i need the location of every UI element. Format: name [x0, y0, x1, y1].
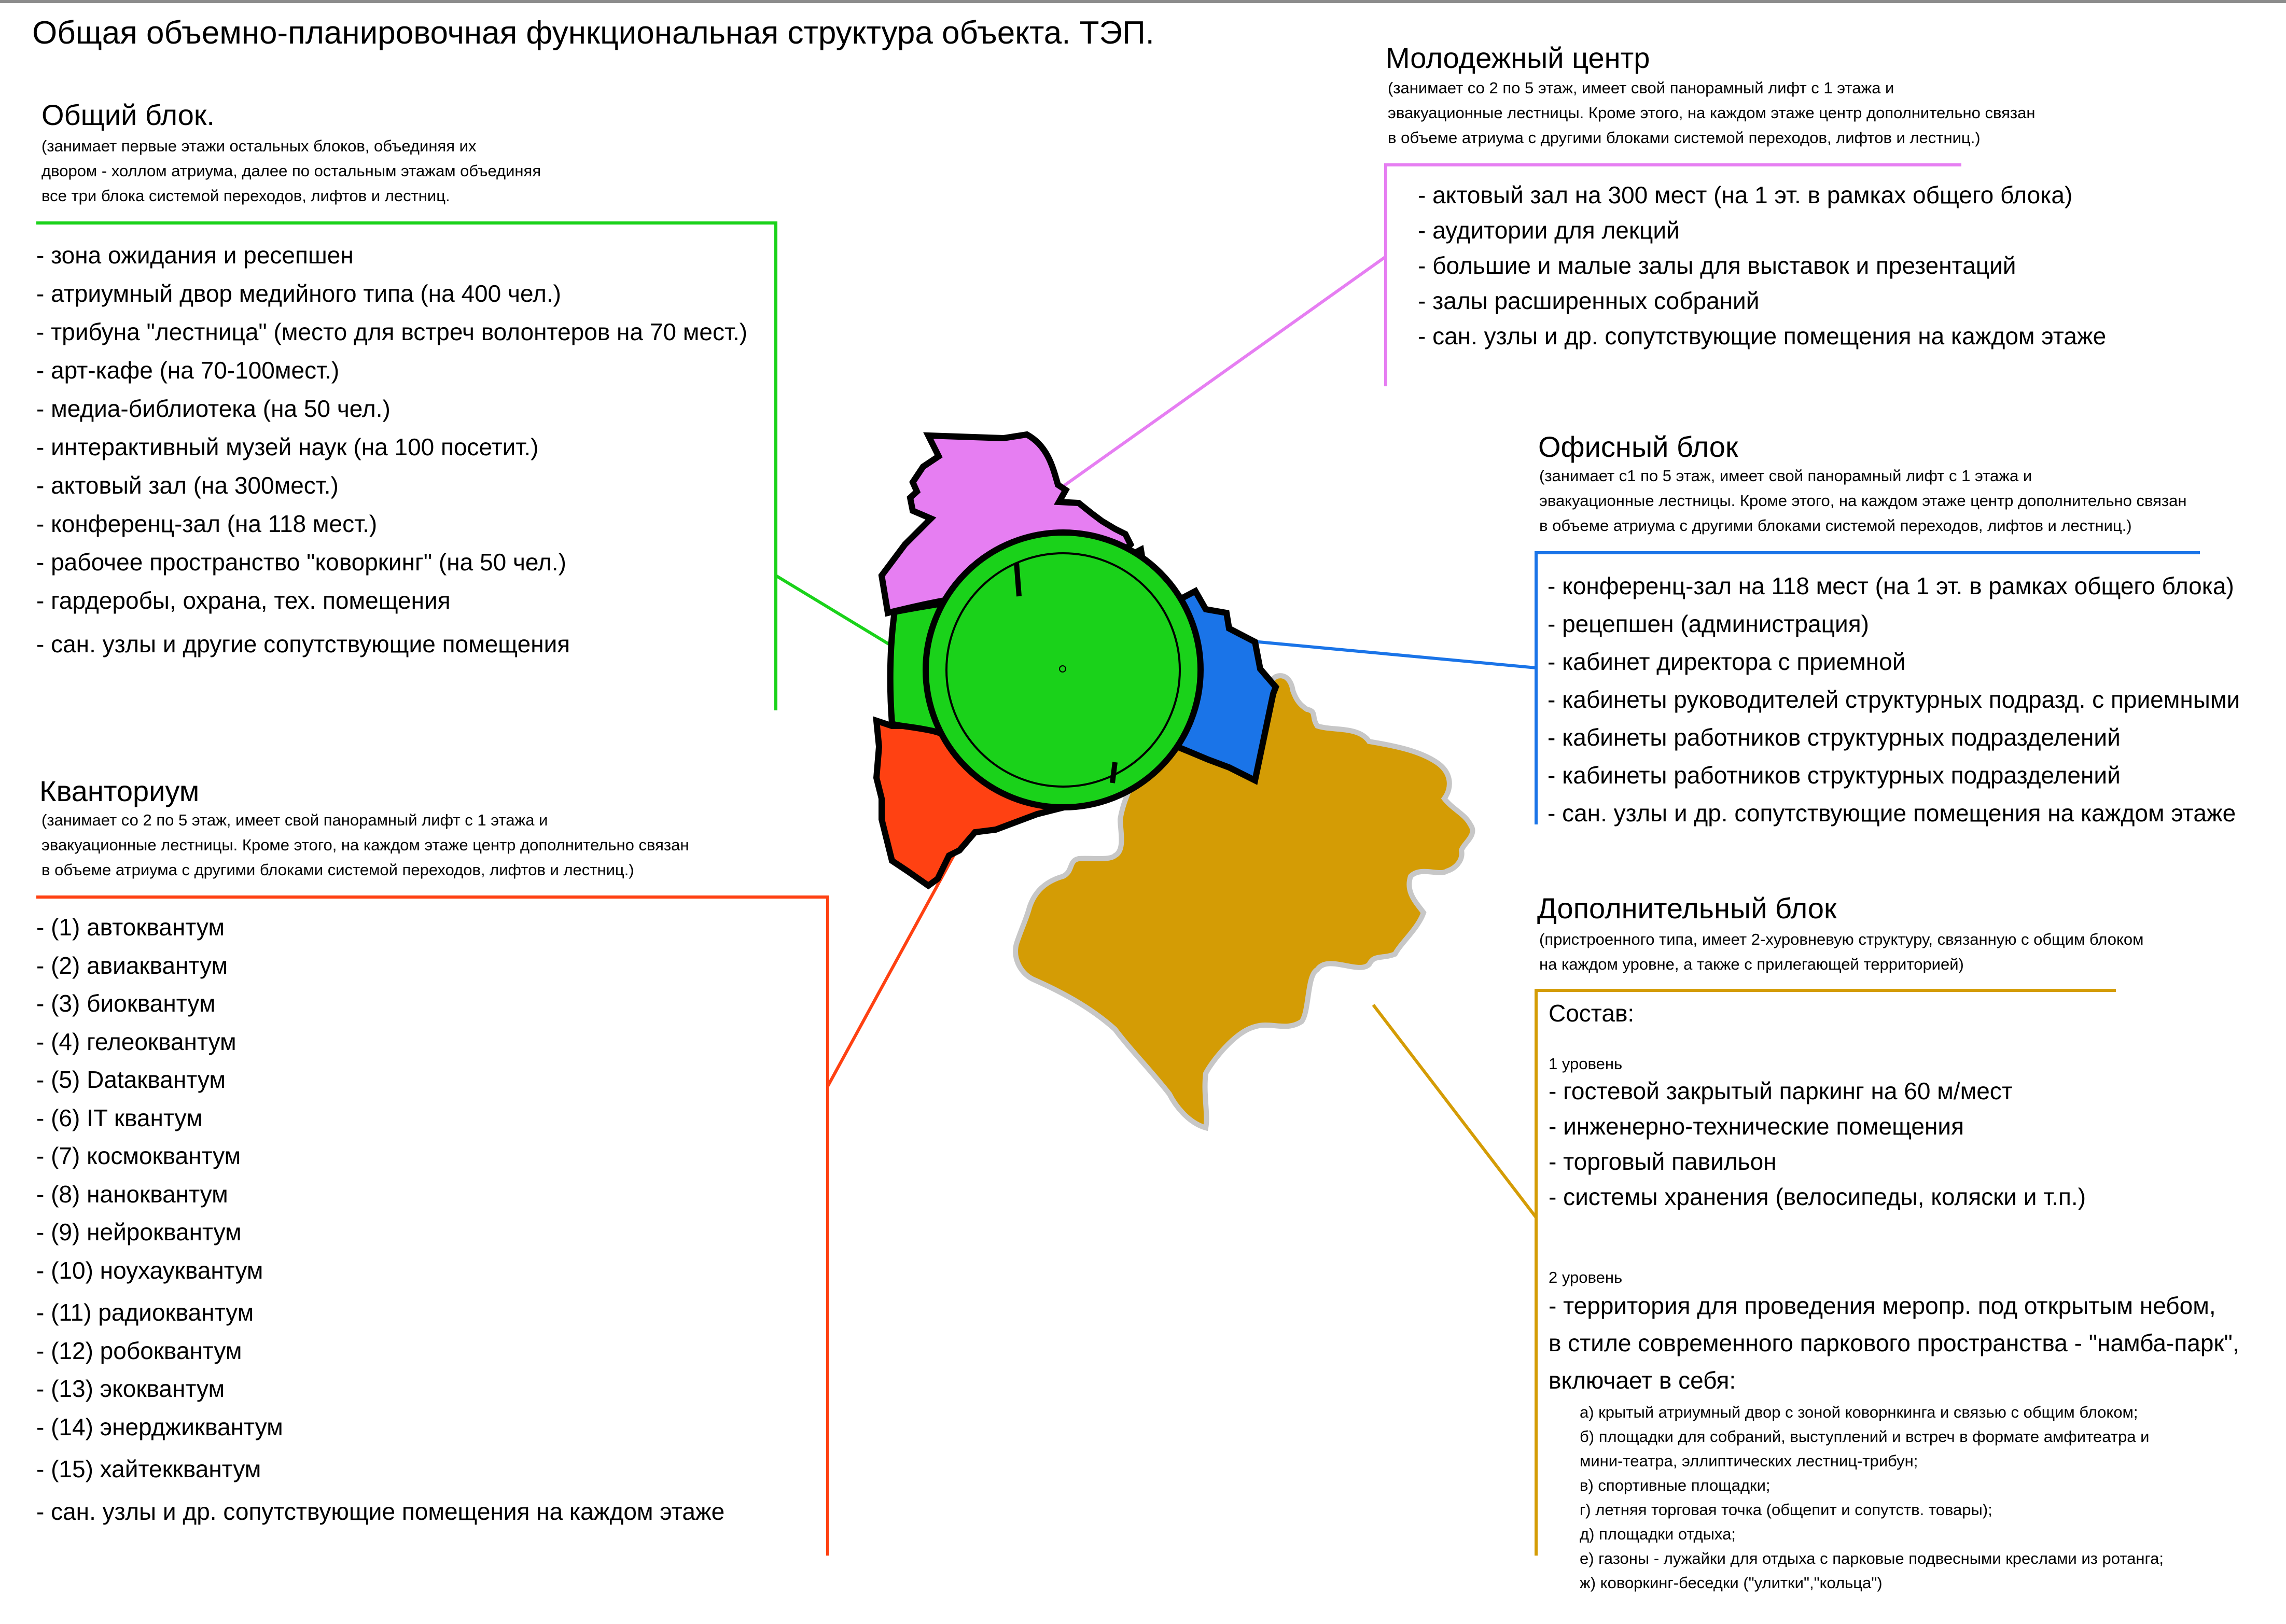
list-item: - (1) автоквантум — [36, 914, 225, 941]
list-item: - сан. узлы и др. сопутствующие помещени… — [36, 1497, 725, 1525]
list-item: - актовый зал (на 300мест.) — [36, 472, 339, 499]
office-block-items: - конференц-зал на 118 мест (на 1 эт. в … — [1548, 567, 2240, 832]
list-item: - (6) IT квантум — [36, 1104, 203, 1131]
list-item: - кабинеты работников структурных подраз… — [1548, 724, 2121, 751]
extra-level2-subitems: а) крытый атриумный двор с зоной коворнк… — [1580, 1400, 2164, 1595]
extra-composition-label: Состав: — [1549, 1000, 1635, 1027]
kvantorium-note: (занимает со 2 по 5 этаж, имеет свой пан… — [41, 811, 689, 879]
list-item: в) спортивные площадки; — [1580, 1476, 1771, 1494]
main-title: Общая объемно-планировочная функциональн… — [32, 15, 1154, 51]
list-item: - конференц-зал (на 118 мест.) — [36, 510, 378, 537]
list-item: - атриумный двор медийного типа (на 400 … — [36, 280, 561, 307]
list-item: - (12) робоквантум — [36, 1337, 242, 1364]
extra-level1-items: - гостевой закрытый паркинг на 60 м/мест… — [1549, 1073, 2086, 1214]
youth-center-note: (занимает со 2 по 5 этаж, имеет свой пан… — [1388, 79, 2036, 147]
extra-block-shape — [1013, 673, 1475, 1131]
kvant-leader — [826, 833, 967, 1087]
list-item: е) газоны - лужайки для отдыха с парковы… — [1580, 1549, 2164, 1567]
kvantorium-title: Кванториум — [39, 775, 200, 807]
list-item: - (3) биоквантум — [36, 990, 216, 1017]
top-border — [0, 0, 2286, 3]
common-block-title: Общий блок. — [41, 99, 215, 131]
list-item: - аудитории для лекций — [1418, 217, 1680, 244]
office-leader — [1203, 635, 1537, 669]
list-item: - (14) энерджиквантум — [36, 1413, 283, 1440]
common-bracket — [36, 221, 777, 710]
list-item: - (7) космоквантум — [36, 1142, 241, 1169]
common-block-items: - зона ожидания и ресепшен - атриумный д… — [36, 236, 747, 663]
list-item: г) летняя торговая точка (общепит и сопу… — [1580, 1501, 1992, 1519]
list-item: а) крытый атриумный двор с зоной коворнк… — [1580, 1403, 2138, 1421]
atrium-divider-1 — [1014, 562, 1022, 597]
extra-level1-label: 1 уровень — [1549, 1055, 1623, 1073]
list-item: - большие и малые залы для выставок и пр… — [1418, 252, 2016, 279]
atrium-center-dot — [1059, 665, 1066, 673]
list-item: ж) коворкинг-беседки ("улитки","кольца") — [1580, 1574, 1883, 1592]
list-item: - системы хранения (велосипеды, коляски … — [1549, 1183, 2086, 1210]
list-item: - гостевой закрытый паркинг на 60 м/мест — [1549, 1077, 2013, 1104]
list-item: д) площадки отдыха; — [1580, 1525, 1736, 1543]
list-item: мини-театра, эллиптических лестниц-трибу… — [1580, 1452, 1918, 1470]
kvantorium-items: - (1) автоквантум - (2) авиаквантум - (3… — [36, 908, 724, 1531]
list-item: - (9) нейроквантум — [36, 1219, 242, 1245]
youth-center-title: Молодежный центр — [1386, 41, 1650, 74]
list-item: - (4) гелеоквантум — [36, 1028, 236, 1055]
youth-leader — [1057, 255, 1387, 492]
list-item: б) площадки для собраний, выступлений и … — [1580, 1427, 2150, 1446]
office-bracket — [1535, 551, 2200, 824]
atrium-divider-2 — [1110, 762, 1118, 783]
extra-block-title: Дополнительный блок — [1537, 892, 1837, 925]
list-item: - (13) экоквантум — [36, 1375, 225, 1402]
extra-block-note: (пристроенного типа, имеет 2-хуровневую … — [1539, 930, 2144, 973]
list-item: - рецепшен (администрация) — [1548, 610, 1869, 637]
common-block-note: (занимает первые этажи остальных блоков,… — [41, 137, 541, 205]
extra-level2-description: - территория для проведения меропр. под … — [1549, 1292, 2239, 1394]
list-item: - конференц-зал на 118 мест (на 1 эт. в … — [1548, 572, 2234, 599]
list-item: - трибуна "лестница" (место для встреч в… — [36, 318, 748, 345]
list-item: - кабинеты работников структурных подраз… — [1548, 762, 2121, 789]
list-item: - сан. узлы и другие сопутствующие помещ… — [36, 631, 570, 657]
list-item: - интерактивный музей наук (на 100 посет… — [36, 433, 539, 460]
list-item: - (15) хайтекквантум — [36, 1455, 261, 1482]
list-item: - гардеробы, охрана, тех. помещения — [36, 587, 451, 614]
list-item: - (11) радиоквантум — [36, 1299, 254, 1326]
list-item: - медиа-библиотека (на 50 чел.) — [36, 395, 391, 422]
list-item: - торговый павильон — [1549, 1148, 1777, 1175]
list-item: - залы расширенных собраний — [1418, 287, 1760, 314]
list-item: - (5) Dataквантум — [36, 1066, 226, 1093]
list-item: - арт-кафе (на 70-100мест.) — [36, 357, 340, 384]
list-item: - кабинет директора с приемной — [1548, 648, 1906, 675]
atrium-circle — [923, 529, 1204, 810]
extra-bracket — [1535, 989, 2116, 1556]
kvant-bracket — [36, 895, 829, 1556]
office-block-title: Офисный блок — [1538, 430, 1738, 463]
list-item: - рабочее пространство "коворкинг" (на 5… — [36, 549, 566, 576]
list-item: - актовый зал на 300 мест (на 1 эт. в ра… — [1418, 181, 2073, 208]
list-item: - кабинеты руководителей структурных под… — [1548, 686, 2240, 713]
list-item: - сан. узлы и др. сопутствующие помещени… — [1548, 800, 2236, 827]
youth-bracket — [1384, 163, 1961, 386]
list-item: - (8) наноквантум — [36, 1180, 228, 1208]
extra-leader — [1372, 1004, 1538, 1219]
extra-level2-label: 2 уровень — [1549, 1268, 1623, 1286]
list-item: - сан. узлы и др. сопутствующие помещени… — [1418, 323, 2107, 349]
list-item: - инженерно-технические помещения — [1549, 1113, 1964, 1140]
office-block-note: (занимает с1 по 5 этаж, имеет свой панор… — [1539, 467, 2187, 535]
list-item: - (10) ноухауквантум — [36, 1256, 263, 1284]
list-item: - зона ожидания и ресепшен — [36, 242, 354, 269]
list-item: - (2) авиаквантум — [36, 951, 228, 979]
common-leader — [775, 574, 903, 654]
youth-center-items: - актовый зал на 300 мест (на 1 эт. в ра… — [1418, 177, 2106, 354]
atrium-inner-ring — [945, 552, 1181, 788]
